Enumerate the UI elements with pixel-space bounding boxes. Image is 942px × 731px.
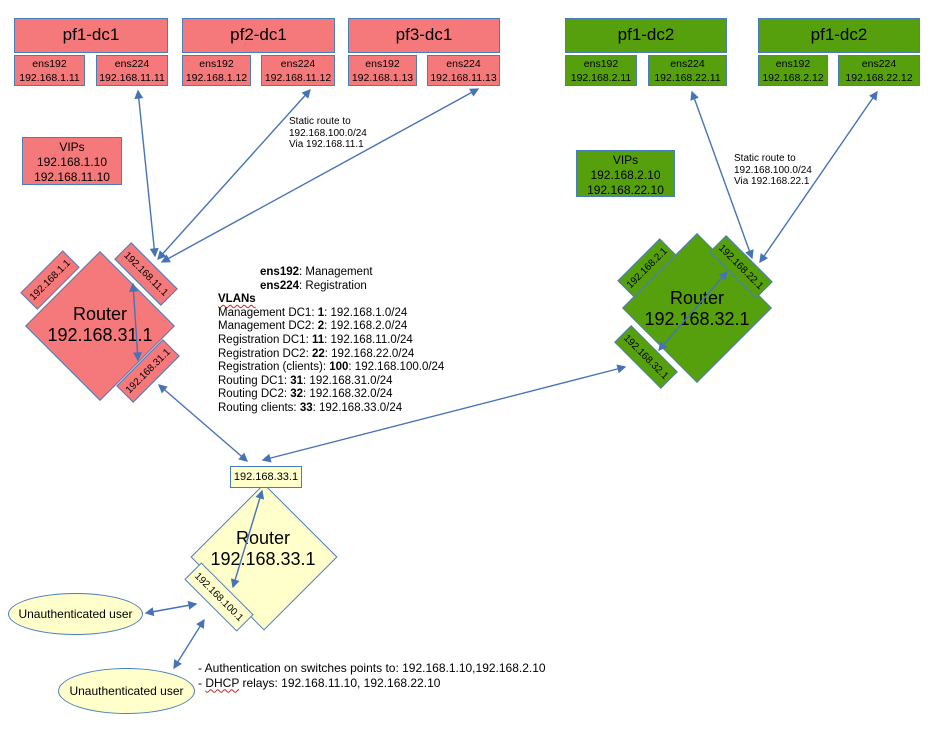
nic-label: ens192 (32, 58, 67, 70)
nic-ens192: ens192 192.168.1.11 (14, 55, 85, 86)
nic-ip: 192.168.1.11 (19, 72, 80, 84)
nic-role: : Registration (299, 279, 367, 292)
router-interface-top: 192.168.33.1 (230, 466, 302, 488)
vlan-row: Routing DC1: 31: 192.168.31.0/24 (218, 374, 393, 387)
nic-ens192: ens192 192.168.1.13 (348, 55, 417, 86)
vlans-title: VLANs (218, 293, 256, 306)
nic-ens224: ens224 192.168.22.12 (838, 55, 920, 86)
static-route-line: Static route to (734, 153, 796, 164)
nic-label: ens192 (775, 58, 811, 70)
nic-label: ens224 (280, 58, 316, 70)
vlan-row: Registration DC1: 11: 192.168.11.0/24 (218, 333, 413, 346)
nic-label: ens192 (365, 58, 400, 70)
static-route-line: Static route to (289, 116, 351, 127)
nic-ip: 192.168.22.11 (654, 72, 721, 84)
server-name: pf1-dc2 (758, 18, 920, 53)
server-name: pf3-dc1 (348, 18, 500, 53)
nic-name: ens224 (260, 279, 300, 292)
link-pf3dc1-router31 (160, 88, 480, 263)
nic-ip: 192.168.1.12 (185, 72, 248, 84)
note-authentication: - Authentication on switches points to: … (198, 661, 546, 675)
router-label: Router 192.168.32.1 (644, 288, 749, 330)
vip-ip: 192.168.22.10 (587, 183, 664, 197)
nic-ens192: ens192 192.168.2.11 (565, 55, 637, 86)
nic-label: ens224 (446, 58, 481, 70)
server-name: pf1-dc1 (14, 18, 168, 53)
router-name: Router (72, 304, 128, 324)
server-name: pf2-dc1 (182, 18, 335, 53)
unauthenticated-user-1: Unauthenticated user (8, 593, 143, 635)
nic-ens192: ens192 192.168.2.12 (758, 55, 828, 86)
router-name: Router (669, 288, 725, 308)
vlan-row: Registration (clients): 100: 192.168.100… (218, 361, 445, 374)
vlan-row: Registration DC2: 22: 192.168.22.0/24 (218, 347, 415, 360)
nic-ip: 192.168.11.13 (430, 72, 497, 84)
nic-ens224: ens224 192.168.11.11 (96, 55, 168, 86)
unauthenticated-user-2: Unauthenticated user (58, 668, 195, 714)
footer-notes: - Authentication on switches points to: … (198, 661, 546, 690)
router-label: Router 192.168.33.1 (210, 528, 315, 570)
link-user1-router33 (144, 600, 198, 617)
vip-ip: 192.168.1.10 (36, 155, 108, 169)
nic-name: ens192 (260, 266, 300, 278)
static-route-line: 192.168.100.0/24 (734, 164, 812, 176)
nic-role: : Management (299, 266, 373, 278)
vlan-row: Management DC1: 1: 192.168.1.0/24 (218, 306, 408, 319)
static-route-line: 192.168.100.0/24 (289, 127, 367, 139)
vlan-row: Routing DC2: 32: 192.168.32.0/24 (218, 388, 393, 401)
router-ip: 192.168.31.1 (47, 325, 153, 345)
legend-nic2: ens224: Registration (260, 280, 444, 294)
vips-title: VIPs (59, 140, 85, 154)
static-route-line: Via 192.168.22.1 (734, 176, 810, 187)
nic-ens224: ens224 192.168.11.13 (427, 55, 500, 86)
nic-ip: 192.168.22.12 (845, 72, 913, 84)
vips-dc2: VIPs 192.168.2.10 192.168.22.10 (576, 150, 675, 197)
nic-label: ens224 (861, 58, 897, 70)
nic-ip: 192.168.2.12 (762, 72, 824, 84)
static-route-note-dc1: Static route to 192.168.100.0/24 Via 192… (289, 116, 367, 151)
nic-label: ens224 (114, 58, 150, 70)
nic-ens224: ens224 192.168.22.11 (648, 55, 727, 86)
nic-ens224: ens224 192.168.11.12 (261, 55, 335, 86)
link-pf2dc1-router31 (157, 88, 311, 261)
nic-ip: 192.168.11.11 (99, 72, 165, 84)
nic-ip: 192.168.2.11 (570, 72, 632, 84)
nic-label: ens192 (583, 58, 619, 70)
router-ip: 192.168.33.1 (210, 549, 316, 569)
router-name: Router (235, 528, 291, 548)
router-label: Router 192.168.31.1 (47, 304, 152, 346)
legend: ens192: Management ens224: Registration … (218, 266, 444, 416)
vips-title: VIPs (612, 153, 639, 167)
router-ip: 192.168.32.1 (644, 309, 750, 329)
link-pf1dc1-router31 (134, 89, 159, 258)
legend-nic1: ens192: Management (260, 266, 444, 280)
vlan-row: Management DC2: 2: 192.168.2.0/24 (218, 320, 408, 333)
vips-dc1: VIPs 192.168.1.10 192.168.11.10 (22, 137, 122, 185)
server-name: pf1-dc2 (565, 18, 727, 53)
vlan-row: Routing clients: 33: 192.168.33.0/24 (218, 401, 403, 414)
nic-label: ens224 (670, 58, 705, 70)
vip-ip: 192.168.11.10 (34, 170, 110, 184)
note-dhcp: - DHCP relays: 192.168.11.10, 192.168.22… (198, 675, 441, 690)
nic-ip: 192.168.1.13 (351, 72, 414, 84)
vip-ip: 192.168.2.10 (590, 168, 661, 182)
static-route-note-dc2: Static route to 192.168.100.0/24 Via 192… (734, 153, 812, 188)
nic-label: ens192 (199, 58, 234, 70)
nic-ip: 192.168.11.12 (264, 72, 332, 84)
nic-ens192: ens192 192.168.1.12 (182, 55, 251, 86)
static-route-line: Via 192.168.11.1 (289, 139, 364, 150)
